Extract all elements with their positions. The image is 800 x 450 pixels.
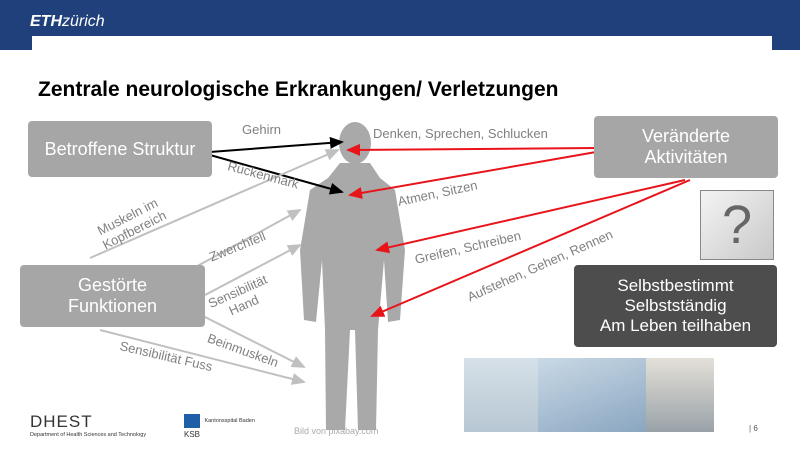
photo-3 bbox=[646, 358, 714, 432]
header-inner bbox=[32, 36, 772, 50]
arrow-zwerchfell bbox=[189, 209, 302, 271]
arrow-greifen bbox=[375, 179, 686, 254]
ksb-logo: Kantonsspital Baden KSB bbox=[184, 412, 255, 439]
arrow-sensibilitaet-hand bbox=[204, 244, 302, 296]
label-gehirn: Gehirn bbox=[242, 122, 282, 137]
header-bar: ETHzürich bbox=[0, 0, 800, 50]
arrow-atmen bbox=[348, 151, 597, 199]
betroffene-struktur-box: Betroffene Struktur bbox=[28, 121, 212, 177]
arrow-denken bbox=[346, 143, 597, 156]
ksb-icon bbox=[184, 413, 200, 428]
arrow-rueckenmark bbox=[209, 154, 344, 195]
arrow-beinmuskeln bbox=[194, 311, 306, 368]
page-number: | 6 bbox=[749, 424, 758, 433]
slide-title: Zentrale neurologische Erkrankungen/ Ver… bbox=[38, 78, 559, 101]
person-silhouette bbox=[300, 122, 405, 430]
eth-logo: ETHzürich bbox=[30, 13, 105, 30]
arrow-gehirn bbox=[209, 136, 344, 153]
label-denken: Denken, Sprechen, Schlucken bbox=[373, 126, 548, 141]
dhest-logo: DHEST Department of Health Sciences and … bbox=[30, 412, 147, 438]
photo-2 bbox=[538, 358, 646, 432]
photo-1 bbox=[464, 358, 538, 432]
arrow-muskeln bbox=[89, 149, 340, 259]
image-credit: Bild von pixabay.com bbox=[294, 426, 379, 436]
photo-strip bbox=[464, 358, 714, 432]
arrow-aufstehen bbox=[370, 179, 691, 317]
arrow-fuss bbox=[99, 329, 306, 385]
question-mark-icon: ? bbox=[700, 190, 774, 260]
